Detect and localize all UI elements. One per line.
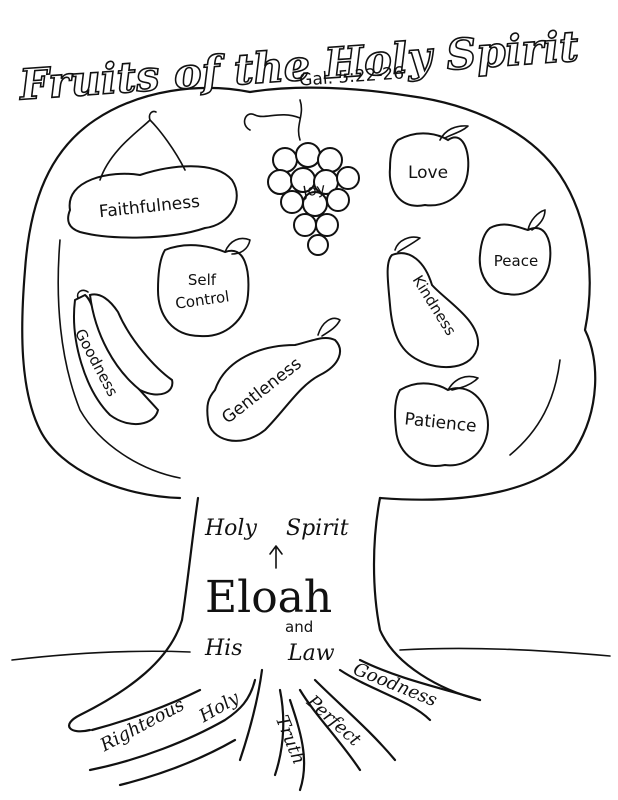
- trunk-word-eloah: Eloah: [205, 572, 332, 623]
- canopy-inner-line-right: [509, 359, 561, 456]
- fruit-label-self: Self: [188, 271, 217, 289]
- trunk-word-and: and: [285, 618, 313, 636]
- root-word-perfect: Perfect: [302, 691, 366, 751]
- fruit-label-love: Love: [408, 163, 448, 183]
- trunk-word-law: Law: [287, 641, 335, 666]
- tree-trunk-right: [372, 496, 482, 702]
- tree-trunk: [68, 496, 200, 733]
- trunk-word-his: His: [204, 636, 243, 661]
- title-group: Fruits of the Holy Spirit Gal. 5:22-26: [16, 21, 581, 111]
- page-title: Fruits of the Holy Spirit: [17, 22, 580, 110]
- tree-canopy: [21, 86, 597, 501]
- canopy-inner-line: [57, 239, 181, 479]
- trunk-text: Holy Spirit Eloah and His Law: [204, 516, 349, 666]
- trunk-word-holy: Holy: [204, 516, 257, 541]
- trunk-word-spirit: Spirit: [286, 516, 349, 541]
- fruit-label-joy: Joy: [301, 179, 327, 201]
- fruit-shapes: [67, 99, 552, 467]
- grapes: [243, 99, 360, 256]
- root-word-holy: Holy: [195, 687, 244, 727]
- fruit-label-peace: Peace: [494, 252, 538, 270]
- ground-lines: [11, 647, 611, 661]
- tree-roots: [88, 658, 482, 792]
- up-arrow-icon: [269, 545, 283, 569]
- root-word-truth: Truth: [271, 712, 310, 767]
